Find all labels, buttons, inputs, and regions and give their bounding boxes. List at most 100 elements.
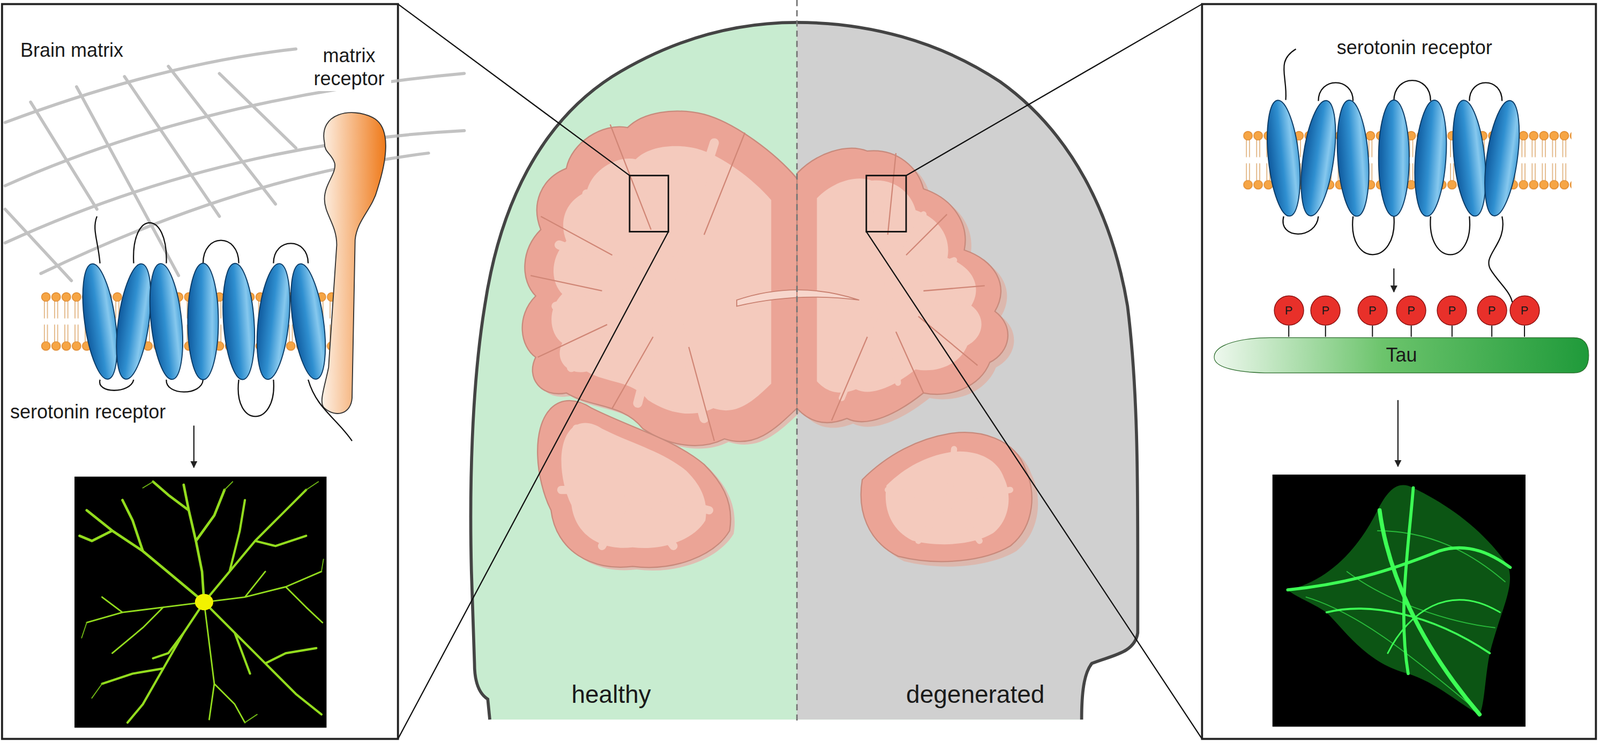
gyrus	[887, 449, 1011, 541]
phosphate-bond	[1371, 325, 1373, 338]
phosphate-circle: P	[1509, 295, 1540, 326]
signal-arrow	[1397, 400, 1399, 467]
dendrite	[153, 481, 225, 603]
dendrite	[101, 602, 204, 723]
protein-label: Tau	[1386, 344, 1418, 366]
matrix-fibre	[124, 76, 220, 217]
serotonin-receptor-helices	[1262, 98, 1526, 219]
tau-protein-bar: Tau	[1214, 337, 1589, 375]
neuron-soma	[195, 594, 214, 611]
helix	[187, 263, 219, 380]
matrix-label: Brain matrix	[20, 38, 124, 62]
phosphate-label: P	[1284, 303, 1293, 318]
helix	[1262, 98, 1306, 218]
receptor-loop	[99, 379, 134, 391]
head-degenerated-half	[796, 0, 1149, 725]
dendrite	[81, 481, 324, 723]
dendrite	[204, 602, 245, 723]
matrix-fibre	[219, 73, 296, 148]
phosphate-circle: P	[1476, 295, 1508, 326]
gyri	[556, 143, 970, 419]
zoom-line	[906, 4, 1202, 176]
helix	[145, 262, 189, 381]
fibre-bundle	[1326, 608, 1491, 654]
helix	[76, 262, 124, 382]
phosphate-bond	[1325, 325, 1327, 338]
head-silhouette	[470, 0, 1150, 725]
phosphate-shape	[1477, 295, 1507, 326]
cell-micrograph	[1272, 474, 1526, 728]
receptor-loop	[1469, 82, 1502, 101]
helix	[1295, 98, 1342, 219]
phosphate-shape	[1396, 295, 1426, 326]
receptor-loop	[1282, 216, 1319, 235]
receptor-loop	[1352, 216, 1395, 255]
fibre-bundle	[1306, 531, 1506, 705]
dendrite	[204, 490, 306, 603]
phosphate-shape	[1357, 295, 1388, 326]
matrix-fibre	[168, 66, 276, 205]
head-outline	[470, 22, 1139, 720]
phosphate-label: P	[1448, 303, 1457, 318]
gyri	[561, 428, 1011, 547]
neuron-dendrites	[79, 481, 324, 723]
matrix-fibre	[5, 73, 465, 186]
cortex	[522, 110, 798, 446]
zoom-line	[866, 231, 1203, 739]
receptor-loop	[1393, 80, 1431, 102]
hemisphere-divider	[796, 0, 798, 721]
brain-matrix-fibres	[5, 48, 465, 281]
panel-frame	[2, 4, 399, 740]
receptor-loop	[1488, 216, 1513, 303]
zoom-lines	[398, 4, 1203, 740]
gyrus	[556, 143, 715, 419]
gyrus	[561, 428, 709, 547]
helix	[285, 262, 332, 382]
zoom-box	[866, 175, 907, 233]
matrix-fibre	[30, 102, 97, 210]
phosphate-shape	[1310, 295, 1341, 326]
cortex	[861, 432, 1033, 562]
sulcus	[530, 124, 745, 441]
phosphate-bond	[1410, 325, 1412, 338]
phosphate-label: P	[1321, 303, 1330, 318]
matrix-receptor-protein	[322, 112, 386, 414]
dendrite	[204, 602, 322, 715]
helix	[110, 262, 157, 382]
phosphate-label: P	[1368, 303, 1377, 318]
receptor-loop	[238, 379, 274, 417]
receptor-loop	[1318, 82, 1353, 101]
receptor-loop	[166, 379, 204, 393]
phosphate-shape	[1437, 295, 1467, 326]
zoom-box	[629, 175, 669, 233]
degenerated-panel	[1201, 4, 1596, 740]
dendrite	[79, 500, 205, 603]
zoom-line	[398, 231, 669, 739]
helix	[1411, 99, 1450, 218]
white-matter	[817, 178, 982, 393]
helix	[252, 262, 296, 381]
phosphate-circle: P	[1357, 295, 1388, 326]
healthy-panel	[2, 4, 465, 740]
phosphate-circle: P	[1310, 295, 1341, 326]
receptor-label: serotonin receptor	[10, 400, 166, 424]
receptor-loop	[308, 379, 353, 441]
corpus-callosum	[736, 289, 860, 306]
phosphate-bond	[1491, 325, 1493, 338]
phosphate-label: P	[1407, 303, 1416, 318]
phosphate-bond	[1451, 325, 1453, 338]
sulcus	[831, 153, 985, 421]
receptor-loop	[94, 216, 100, 264]
signal-arrow	[1393, 268, 1395, 293]
state-label: healthy	[571, 679, 651, 710]
receptor-label: serotonin receptor	[1336, 35, 1493, 59]
signal-arrow	[193, 425, 195, 468]
matrix-fibre	[76, 86, 179, 276]
receptor-loop	[133, 222, 167, 264]
fibre-bundle	[1403, 488, 1414, 675]
phosphate-bond	[1288, 325, 1290, 338]
serotonin-receptor-helices	[76, 262, 332, 382]
receptor-loops	[1282, 48, 1513, 302]
receptor-loop	[1283, 48, 1296, 100]
